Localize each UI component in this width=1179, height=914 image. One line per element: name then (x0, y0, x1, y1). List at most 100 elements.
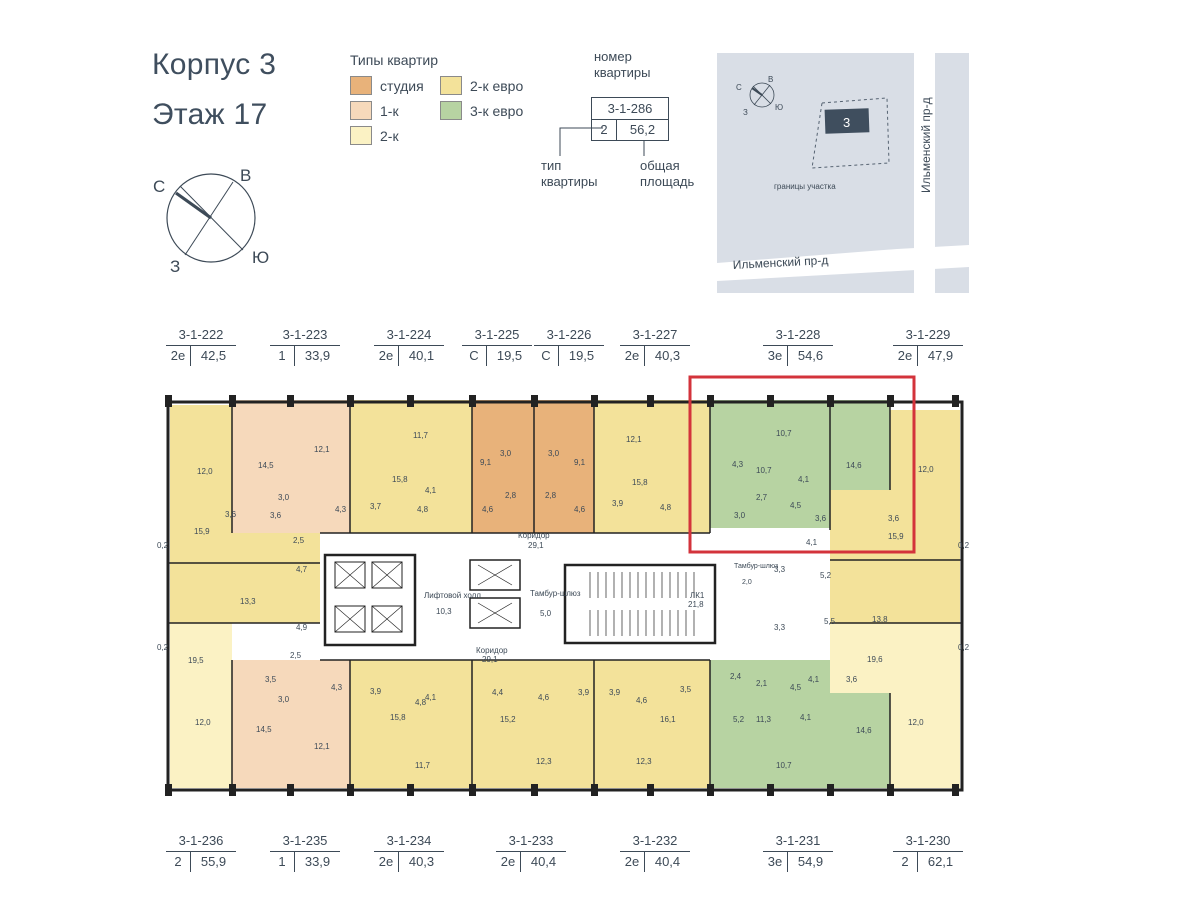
corridor-top-area: 29,1 (528, 541, 544, 550)
room-area-label: 4,1 (808, 675, 820, 684)
2k-swatch (350, 126, 372, 145)
room-area-label: 3,3 (774, 565, 786, 574)
tambour-area: 5,0 (540, 609, 552, 618)
corridor-top-label: Коридор (518, 531, 550, 540)
room-area-label: 19,6 (867, 655, 883, 664)
legend-2k-euro: 2-к евро (440, 76, 523, 95)
1k-swatch (350, 101, 372, 120)
wall-pilaster (531, 784, 538, 796)
room-area-label: 4,6 (574, 505, 586, 514)
apt-226-area[interactable] (534, 400, 594, 533)
room-area-label: 2,8 (545, 491, 557, 500)
apt-232-area[interactable] (594, 660, 710, 788)
apt-230-area[interactable] (830, 623, 960, 693)
apt-236-area[interactable] (170, 623, 232, 788)
street-bottom: Ильменский пр-д (732, 253, 828, 272)
apt-233-area[interactable] (472, 660, 594, 788)
room-area-label: 11,3 (756, 715, 772, 724)
wall-pilaster (469, 395, 476, 407)
room-area-label: 12,0 (918, 465, 934, 474)
wall-pilaster (591, 395, 598, 407)
floor-title: Этаж 17 (152, 98, 268, 131)
wall-pilaster (707, 395, 714, 407)
corridor-bottom-label: Коридор (476, 646, 508, 655)
room-area-label: 2,7 (756, 493, 768, 502)
room-area-label: 2,5 (290, 651, 302, 660)
room-area-label: 4,3 (331, 683, 343, 692)
room-area-label: 15,8 (390, 713, 406, 722)
room-area-label: 3,6 (846, 675, 858, 684)
room-area-label: 4,8 (415, 698, 427, 707)
apt-228-area[interactable] (710, 400, 830, 528)
room-area-label: 19,5 (188, 656, 204, 665)
room-area-label: 14,6 (856, 726, 872, 735)
selected-apartment-highlight (688, 375, 916, 554)
apt-234-area[interactable] (350, 660, 472, 788)
wall-pilaster (647, 784, 654, 796)
room-area-label: 12,1 (314, 742, 330, 751)
room-area-label: 3,0 (278, 493, 290, 502)
wall-pilaster (591, 784, 598, 796)
room-area-label: 3,9 (578, 688, 590, 697)
room-area-label: 4,6 (538, 693, 550, 702)
room-area-label: 3,3 (774, 623, 786, 632)
room-area-label: 3,5 (265, 675, 277, 684)
room-area-label: 4,1 (798, 475, 810, 484)
room-area-label: 13,8 (872, 615, 888, 624)
room-area-label: 3,9 (609, 688, 621, 697)
wall-pilaster (827, 784, 834, 796)
room-area-label: 3,6 (270, 511, 282, 520)
room-area-label: 12,1 (314, 445, 330, 454)
key-type-caption: тип квартиры (541, 158, 598, 189)
street-right: Ильменский пр-д (919, 97, 933, 193)
room-area-label: 2,5 (293, 536, 305, 545)
room-area-label: 12,3 (636, 757, 652, 766)
apt-222-area[interactable] (170, 405, 232, 533)
room-area-label: 14,6 (846, 461, 862, 470)
wall-pilaster (287, 395, 294, 407)
key-sample: 3-1-286 2 56,2 (591, 97, 669, 141)
room-area-label: 9,1 (574, 458, 586, 467)
room-area-label: 10,7 (776, 761, 792, 770)
site-building: 3 (843, 115, 850, 130)
stairs-area: 21,8 (688, 600, 704, 609)
compass-north: С (153, 177, 165, 196)
room-area-label: 4,9 (296, 623, 308, 632)
lift-hall-area: 10,3 (436, 607, 452, 616)
key-leaders (559, 127, 645, 156)
site-compass-s: Ю (775, 103, 783, 112)
room-area-label: 14,5 (258, 461, 274, 470)
apt-224-area[interactable] (350, 400, 472, 533)
room-area-label: 0,2 (157, 541, 169, 550)
legend-3k-euro: 3-к евро (440, 101, 523, 120)
apt-223-area[interactable] (232, 400, 350, 533)
room-area-label: 0,2 (157, 643, 169, 652)
corridor-bottom-area: 29,1 (482, 655, 498, 664)
apt-229-area[interactable] (830, 490, 960, 560)
apt-225-area[interactable] (472, 400, 534, 533)
compass-south: Ю (252, 248, 269, 267)
room-area-label: 4,1 (425, 693, 437, 702)
apt-227-area[interactable] (594, 400, 710, 533)
apt-235-area[interactable] (232, 660, 350, 788)
room-area-label: 12,0 (197, 467, 213, 476)
room-area-label: 3,9 (370, 687, 382, 696)
room-area-label: 3,6 (815, 514, 827, 523)
tambour-label: Тамбур-шлюз (530, 589, 581, 598)
wall-pilaster (165, 395, 172, 407)
